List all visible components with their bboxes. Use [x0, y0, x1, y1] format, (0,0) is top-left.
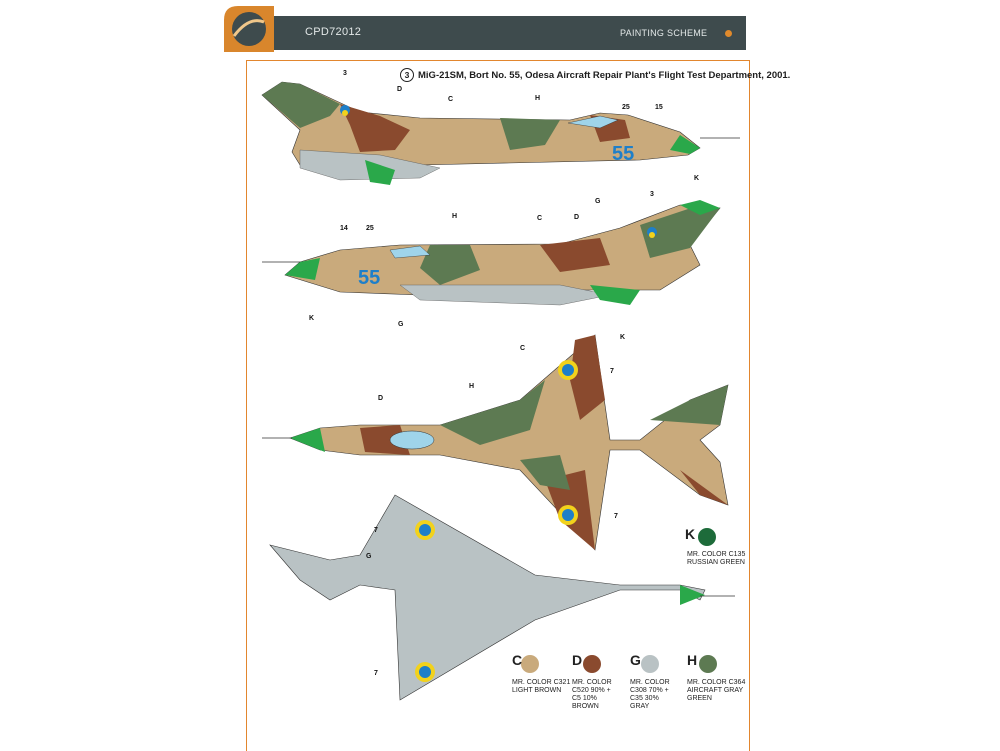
legend-g-line4: GRAY: [630, 703, 650, 710]
swatch-c: [521, 655, 539, 673]
scheme-title: 3 MiG-21SM, Bort No. 55, Odesa Aircraft R…: [400, 68, 790, 82]
color-swatches: [521, 528, 717, 673]
swatch-h: [699, 655, 717, 673]
profile-right-view: [262, 200, 721, 306]
callout-hc: H: [469, 383, 474, 390]
legend-d: D: [572, 653, 582, 668]
callout-3b: 3: [650, 191, 654, 198]
callout-14: 14: [340, 225, 348, 232]
header-dot: [725, 30, 732, 37]
legend-c-letter: C: [512, 652, 523, 668]
brand-logo: [224, 6, 274, 52]
callout-25b: 25: [366, 225, 374, 232]
header-bar: [235, 16, 746, 50]
legend-d-line2: C520 90% +: [572, 687, 611, 694]
legend-h-line3: GREEN: [687, 695, 712, 702]
legend-k-line1: MR. COLOR C135: [687, 551, 746, 558]
legend-h-line2: AIRCRAFT GRAY: [687, 687, 744, 694]
scheme-title-text: MiG-21SM, Bort No. 55, Odesa Aircraft Re…: [418, 70, 791, 81]
profile-left-view: [261, 81, 740, 185]
callout-gc: G: [366, 553, 372, 560]
legend-g-line3: C35 30%: [630, 695, 659, 702]
legend-d-line3: C5 10%: [572, 695, 597, 702]
callout-gb: G: [398, 321, 404, 328]
legend-g-line1: MR. COLOR: [630, 679, 670, 686]
callout-25: 25: [622, 104, 630, 111]
callout-kb: K: [309, 315, 314, 322]
swatch-d: [583, 655, 601, 673]
callout-15: 15: [655, 104, 663, 111]
page-frame: [246, 60, 750, 751]
legend-c-line2: LIGHT BROWN: [512, 687, 562, 694]
callout-hb: H: [452, 213, 457, 220]
callout-7a: 7: [610, 368, 614, 375]
legend-c-line1: MR. COLOR C321: [512, 679, 571, 686]
callout-7c: 7: [374, 527, 378, 534]
top-view: [262, 334, 729, 551]
scheme-number: 3: [400, 68, 414, 82]
legend-k-line2: RUSSIAN GREEN: [687, 559, 745, 566]
legend-k: K: [685, 527, 695, 542]
callout-dc: D: [378, 395, 383, 402]
callout-cb: C: [537, 215, 542, 222]
bort-number-right: 55: [358, 267, 380, 289]
callout-d: D: [397, 86, 402, 93]
legend-d-line4: BROWN: [572, 703, 599, 710]
callout-c: C: [448, 96, 453, 103]
bort-number-left: 55: [612, 143, 634, 165]
legend-d-letter: D: [572, 652, 583, 668]
legend-g: G: [630, 653, 641, 668]
legend-h-line1: MR. COLOR C364: [687, 679, 746, 686]
callout-7b: 7: [614, 513, 618, 520]
legend-h: H: [687, 653, 697, 668]
callout-db: D: [574, 214, 579, 221]
legend-h-letter: H: [687, 652, 698, 668]
callout-g: G: [595, 198, 601, 205]
bottom-view: [269, 494, 735, 701]
callout-labels: 3 D C H 25 15 G K 3 14 25 H C D K G K C …: [309, 70, 699, 677]
callout-kc: K: [620, 334, 625, 341]
callout-cc: C: [520, 345, 525, 352]
legend-c: C: [512, 653, 522, 668]
legend-g-line2: C308 70% +: [630, 687, 669, 694]
legend-g-letter: G: [630, 652, 641, 668]
swatch-k: [698, 528, 716, 546]
swatch-g: [641, 655, 659, 673]
product-code: CPD72012: [305, 26, 362, 38]
callout-7d: 7: [374, 670, 378, 677]
callout-h: H: [535, 95, 540, 102]
callout-3: 3: [343, 70, 347, 77]
legend-d-line1: MR. COLOR: [572, 679, 612, 686]
callout-k: K: [694, 175, 699, 182]
legend-k-letter: K: [685, 526, 696, 542]
section-title: PAINTING SCHEME: [620, 28, 708, 38]
